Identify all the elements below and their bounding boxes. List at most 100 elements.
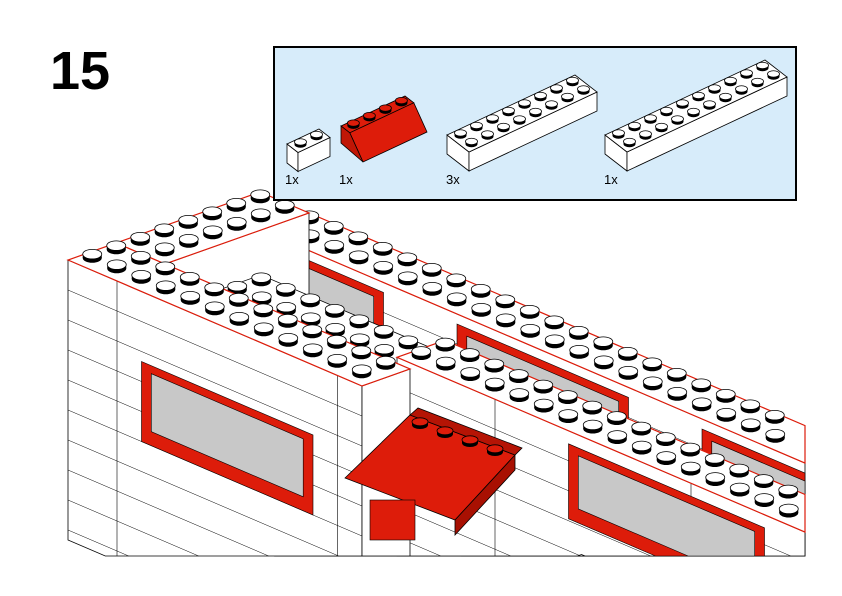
stud-top bbox=[253, 322, 274, 333]
stud-top bbox=[251, 291, 272, 302]
stud-top bbox=[395, 96, 408, 105]
stud-top bbox=[250, 189, 271, 200]
stud-top bbox=[582, 419, 603, 431]
part-quantity: 1x bbox=[339, 172, 353, 187]
stud-top bbox=[582, 400, 603, 412]
stud-top bbox=[351, 345, 372, 356]
stud-top bbox=[275, 282, 296, 294]
stud-top bbox=[666, 367, 687, 379]
stud-top bbox=[631, 440, 652, 452]
stud-top bbox=[300, 312, 321, 323]
stud-top bbox=[179, 271, 200, 283]
stud-top bbox=[82, 248, 103, 260]
stud-top bbox=[778, 503, 799, 515]
stud-top bbox=[703, 100, 716, 108]
stud-top bbox=[372, 241, 393, 253]
stud-top bbox=[533, 379, 554, 391]
stud-top bbox=[154, 242, 175, 253]
stud-top bbox=[751, 77, 764, 86]
stud-top bbox=[568, 325, 589, 337]
stud-top bbox=[495, 294, 516, 305]
stud-top bbox=[704, 453, 725, 464]
stud-top bbox=[754, 493, 775, 504]
stud-top bbox=[740, 399, 761, 410]
stud-top bbox=[484, 377, 505, 389]
stud-top bbox=[486, 444, 504, 454]
parts-illustrations bbox=[286, 59, 788, 173]
part-brick-2x8 bbox=[446, 74, 598, 172]
stud-top bbox=[277, 313, 298, 325]
stud-top bbox=[348, 250, 369, 261]
red-slope-brick bbox=[344, 407, 523, 541]
stud-top bbox=[250, 208, 271, 219]
stud-top bbox=[228, 292, 249, 304]
stud-top bbox=[518, 99, 531, 107]
stud-top bbox=[729, 463, 750, 475]
stud-top bbox=[465, 137, 478, 146]
stud-top bbox=[131, 269, 152, 281]
stud-top bbox=[705, 472, 726, 483]
stud-top bbox=[421, 262, 442, 274]
stud-top bbox=[422, 281, 443, 293]
stud-top bbox=[227, 280, 248, 292]
stud-top bbox=[294, 138, 307, 146]
brick-course-line bbox=[67, 439, 339, 557]
stud-top bbox=[379, 104, 392, 112]
brick-course-line bbox=[396, 507, 511, 557]
stud-top bbox=[667, 386, 688, 398]
stud-top bbox=[398, 335, 419, 346]
stud-top bbox=[671, 115, 684, 123]
stud-top bbox=[178, 214, 199, 226]
stud-top bbox=[612, 129, 625, 137]
stud-top bbox=[687, 107, 700, 116]
stud-top bbox=[550, 84, 563, 92]
stud-top bbox=[655, 432, 676, 443]
part-brick-2x10 bbox=[604, 59, 788, 172]
stud-top bbox=[508, 369, 529, 380]
stud-top bbox=[753, 474, 774, 485]
stud-top bbox=[557, 390, 578, 401]
stud-top bbox=[375, 355, 396, 367]
stud-top bbox=[436, 426, 454, 436]
stud-top bbox=[178, 233, 199, 245]
stud-top bbox=[545, 100, 558, 108]
stud-top bbox=[302, 324, 323, 335]
stud-top bbox=[533, 398, 554, 410]
slope-side bbox=[454, 453, 516, 537]
stud-top bbox=[708, 84, 721, 92]
stud-top bbox=[623, 137, 636, 146]
slope-top bbox=[409, 407, 523, 456]
stud-top bbox=[278, 332, 299, 344]
stud-top bbox=[729, 482, 750, 494]
brick-course-line bbox=[67, 289, 363, 417]
stud-top bbox=[544, 315, 565, 326]
stud-top bbox=[606, 411, 627, 422]
stud-top bbox=[226, 216, 247, 228]
stud-top bbox=[155, 280, 176, 291]
stud-top bbox=[618, 365, 639, 377]
stud-top bbox=[274, 199, 295, 211]
stud-top bbox=[680, 461, 701, 473]
stud-top bbox=[435, 356, 456, 368]
part-quantity: 1x bbox=[285, 172, 299, 187]
part-brick-1x2 bbox=[286, 128, 331, 173]
stud-top bbox=[130, 231, 151, 243]
stud-top bbox=[363, 111, 376, 120]
stud-top bbox=[529, 107, 542, 116]
stud-top bbox=[481, 130, 494, 138]
stud-top bbox=[349, 314, 370, 325]
stud-top bbox=[520, 323, 541, 335]
stud-top bbox=[607, 430, 628, 441]
stud-top bbox=[106, 240, 127, 251]
stud-top bbox=[719, 92, 732, 101]
stud-top bbox=[566, 76, 579, 85]
front-left-wall bbox=[66, 240, 412, 557]
stud-top bbox=[461, 435, 479, 445]
brick-course-line bbox=[67, 529, 129, 557]
stud-top bbox=[715, 388, 736, 400]
stud-top bbox=[735, 85, 748, 93]
stud-top bbox=[484, 358, 505, 370]
stud-top bbox=[302, 343, 323, 354]
stud-top bbox=[691, 397, 712, 408]
